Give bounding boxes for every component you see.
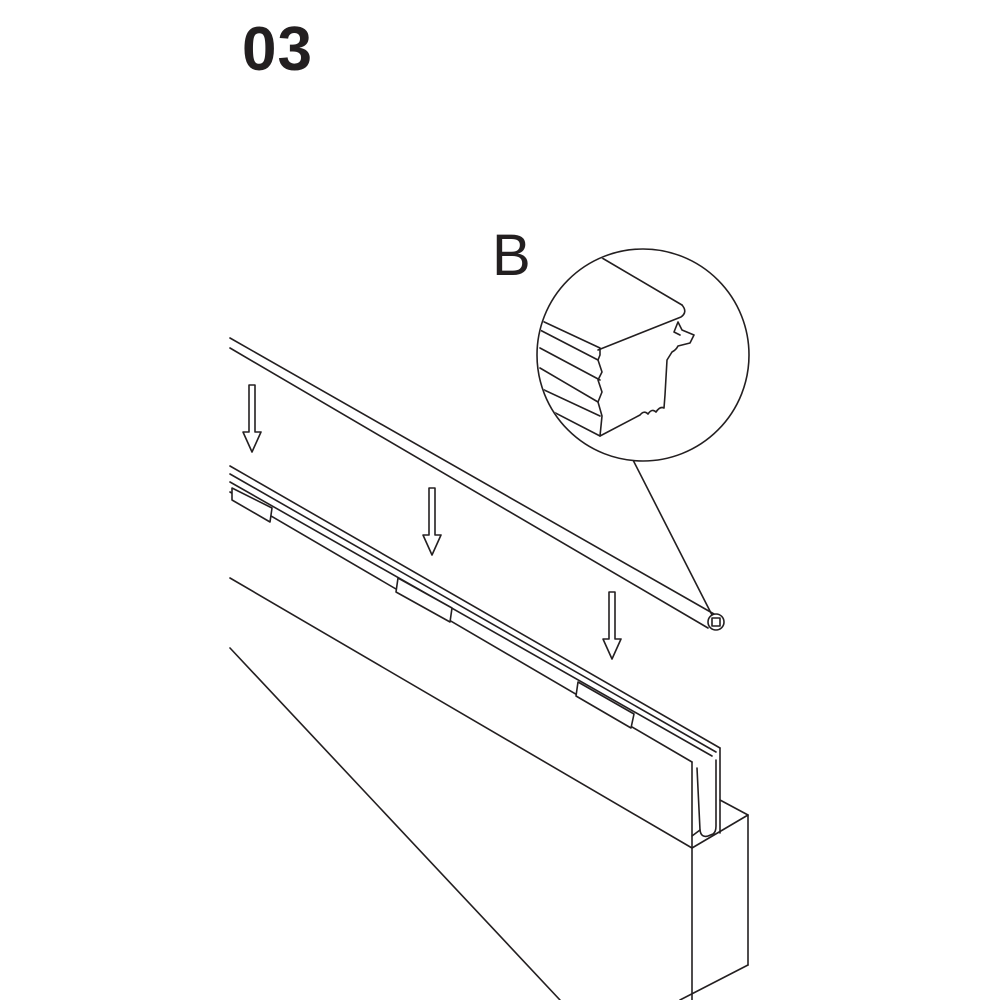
step-number: 03: [242, 15, 313, 84]
glass-channel: [229, 465, 721, 849]
detail-leader-line: [631, 457, 713, 616]
down-arrow-icon: [602, 591, 622, 660]
base-box: [229, 577, 749, 1000]
down-arrow-icon: [422, 487, 442, 556]
down-arrow-icon: [242, 384, 262, 453]
gasket-strip: [229, 337, 725, 631]
channel-clips: [231, 487, 635, 729]
part-label: B: [492, 223, 531, 288]
detail-magnifier-b: [536, 248, 750, 462]
